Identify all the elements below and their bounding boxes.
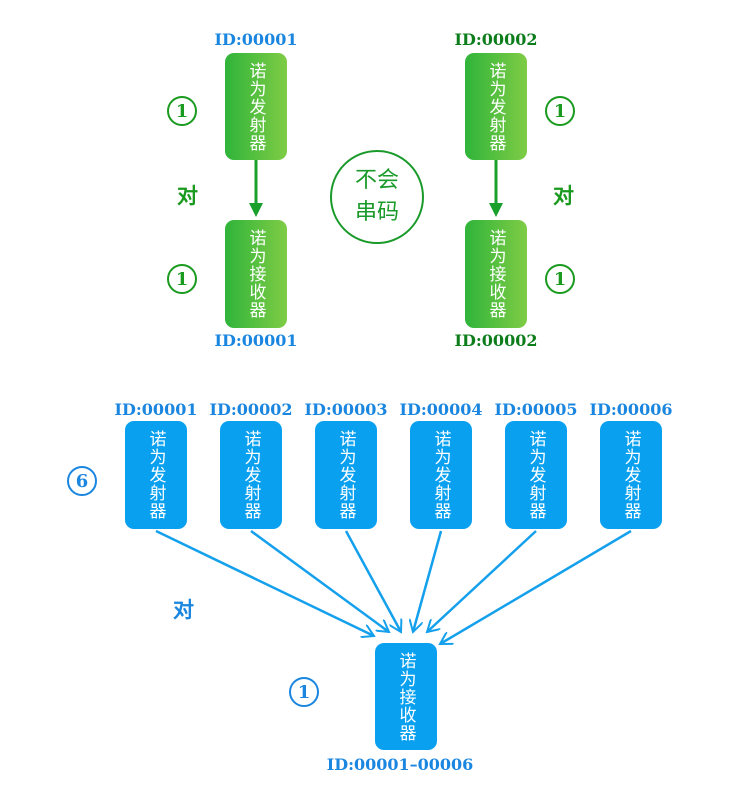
bottom-receiver-label: 诺为接收器: [395, 651, 416, 742]
arrow-tx-2: [250, 529, 389, 632]
bottom-receiver-id: ID:00001–00006: [326, 755, 474, 774]
tl-transmitter-box: 诺为发射器: [225, 53, 287, 160]
tl-count-rx: 1: [167, 264, 197, 294]
tr-receiver-label: 诺为接收器: [485, 229, 506, 319]
tx6-box: 诺为发射器: [600, 421, 662, 529]
tr-count-tx: 1: [545, 96, 575, 126]
arrow-tx-6: [440, 529, 632, 646]
arrow-tx-5: [427, 530, 537, 632]
tx3-label: 诺为发射器: [335, 430, 356, 520]
badge-line1: 不会: [354, 168, 399, 193]
tr-id-bottom: ID:00002: [454, 331, 538, 350]
tr-count-rx: 1: [545, 264, 575, 294]
tx5-id: ID:00005: [494, 400, 578, 419]
arrow-tx-3: [344, 530, 401, 632]
tx1-box: 诺为发射器: [125, 421, 187, 529]
tl-count-tx: 1: [167, 96, 197, 126]
tx6-label: 诺为发射器: [620, 430, 641, 520]
tl-receiver-box: 诺为接收器: [225, 220, 287, 328]
tx5-label: 诺为发射器: [525, 430, 546, 520]
tx3-box: 诺为发射器: [315, 421, 377, 529]
bottom-count-tx: 6: [67, 466, 97, 496]
tx2-label: 诺为发射器: [240, 430, 261, 520]
tl-transmitter-label: 诺为发射器: [245, 61, 266, 152]
tx1-label: 诺为发射器: [145, 430, 166, 520]
tr-transmitter-box: 诺为发射器: [465, 53, 527, 160]
tl-pair-word: 对: [177, 184, 198, 208]
tr-id-top: ID:00002: [454, 30, 538, 49]
no-crosstalk-badge: 不会 串码: [330, 150, 424, 244]
bottom-receiver-box: 诺为接收器: [375, 643, 437, 750]
tr-pair-word: 对: [553, 184, 574, 208]
tx4-label: 诺为发射器: [430, 430, 451, 520]
tr-receiver-box: 诺为接收器: [465, 220, 527, 328]
tx2-id: ID:00002: [209, 400, 293, 419]
tr-transmitter-label: 诺为发射器: [485, 61, 506, 152]
tl-receiver-label: 诺为接收器: [245, 229, 266, 319]
arrow-tx-4: [413, 530, 443, 632]
tl-id-top: ID:00001: [214, 30, 298, 49]
bottom-pair-word: 对: [173, 598, 194, 622]
tx5-box: 诺为发射器: [505, 421, 567, 529]
tl-id-bottom: ID:00001: [214, 331, 298, 350]
arrow-tx-1: [155, 529, 374, 636]
tx1-id: ID:00001: [114, 400, 198, 419]
tx4-id: ID:00004: [399, 400, 483, 419]
tx2-box: 诺为发射器: [220, 421, 282, 529]
bottom-count-rx: 1: [289, 677, 319, 707]
badge-line2: 串码: [354, 200, 399, 225]
tx4-box: 诺为发射器: [410, 421, 472, 529]
tx6-id: ID:00006: [589, 400, 673, 419]
tx3-id: ID:00003: [304, 400, 388, 419]
